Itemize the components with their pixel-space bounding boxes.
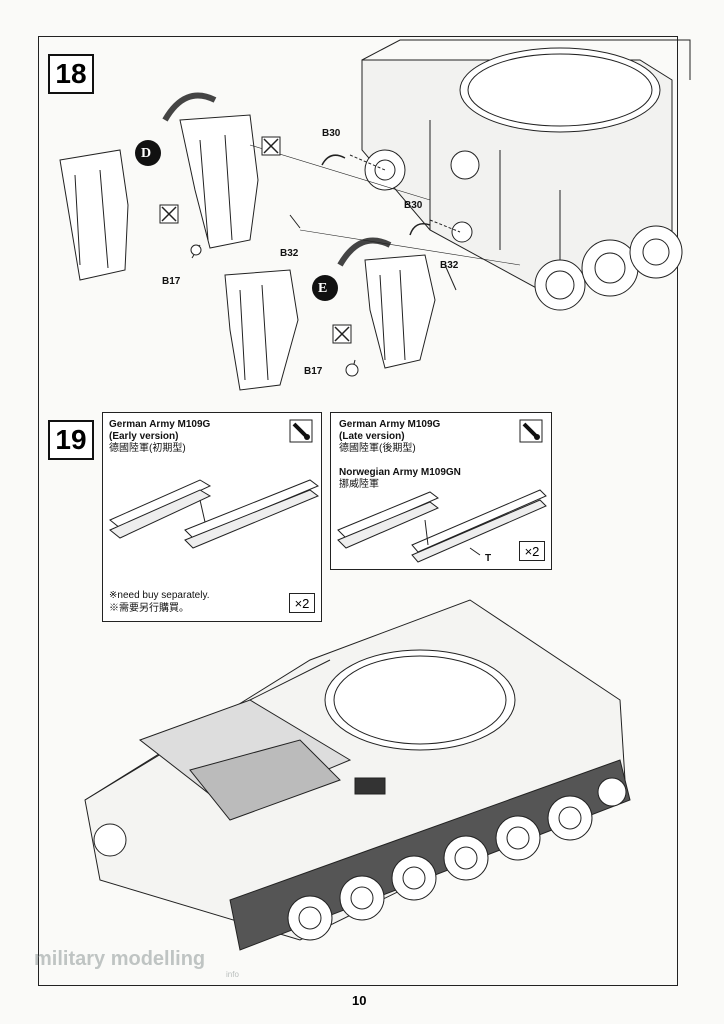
late-title-line1: German Army M109G: [339, 419, 441, 430]
early-title-line1: German Army M109G: [109, 419, 211, 430]
part-label-b32-right: B32: [440, 260, 459, 271]
part-label-b17-lower: B17: [304, 366, 323, 377]
early-title-line3: 德國陸軍(初期型): [109, 443, 186, 454]
step-18-number: 18: [48, 54, 94, 94]
badge-e-circle: [312, 275, 338, 301]
watermark-text: military modelling: [34, 948, 206, 970]
badge-d-circle: [135, 140, 161, 166]
late-multiplier: ×2: [519, 541, 545, 561]
page-frame: [38, 36, 678, 986]
early-multiplier: ×2: [289, 593, 315, 613]
late-title-line2: (Late version): [339, 431, 405, 442]
step-19-number: 19: [48, 420, 94, 460]
vehicle-road-wheels: [93, 777, 627, 941]
late-title-line3: 德國陸軍(後期型): [339, 443, 416, 454]
panel-early-version: German Army M109G (Early version) 德國陸軍(初…: [102, 412, 322, 622]
late-track-links: [337, 489, 547, 563]
early-note1: ※need buy separately.: [109, 590, 210, 601]
watermark-suffix: info: [226, 970, 239, 979]
badge-d-label: D: [141, 146, 152, 161]
badge-e-label: E: [318, 281, 328, 296]
part-label-b32-left: B32: [280, 248, 299, 259]
early-title-line2: (Early version): [109, 431, 179, 442]
late-title-line4: Norwegian Army M109GN: [339, 467, 461, 478]
late-title-line5: 挪威陸軍: [339, 479, 379, 490]
completed-vehicle: [84, 599, 631, 951]
page-number: 10: [352, 993, 367, 1008]
early-note2: ※需要另行購買。: [109, 603, 189, 614]
part-label-b30-upper: B30: [322, 128, 341, 139]
early-track-links: [109, 479, 320, 549]
late-part-label-t: T: [485, 553, 492, 564]
part-label-b30-lower: B30: [404, 200, 423, 211]
paint-icon-group: [289, 419, 543, 443]
part-label-b17-upper: B17: [162, 276, 181, 287]
